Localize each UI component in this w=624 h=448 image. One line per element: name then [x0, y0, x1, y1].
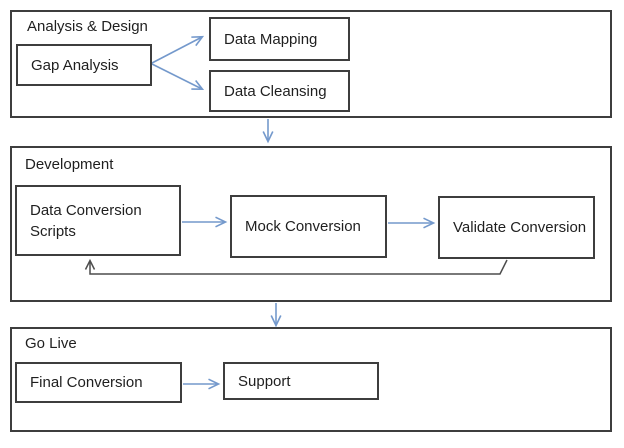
node-gap-analysis-label: Gap Analysis — [31, 56, 119, 74]
node-mock-conversion: Mock Conversion — [230, 195, 387, 258]
node-data-mapping: Data Mapping — [209, 17, 350, 61]
phase-label-go-live: Go Live — [25, 335, 77, 352]
node-mock-conversion-label: Mock Conversion — [245, 218, 361, 235]
node-gap-analysis: Gap Analysis — [16, 44, 152, 86]
node-support-label: Support — [238, 372, 291, 390]
node-support: Support — [223, 362, 379, 400]
phase-label-analysis-design: Analysis & Design — [27, 18, 148, 35]
node-data-cleansing-label: Data Cleansing — [224, 82, 327, 100]
node-data-conversion-scripts-label: Data Conversion Scripts — [30, 201, 142, 240]
node-final-conversion-label: Final Conversion — [30, 374, 143, 391]
phase-label-development: Development — [25, 156, 114, 173]
node-data-mapping-label: Data Mapping — [224, 30, 318, 48]
node-final-conversion: Final Conversion — [15, 362, 182, 403]
node-data-conversion-scripts: Data Conversion Scripts — [15, 185, 181, 256]
node-data-cleansing: Data Cleansing — [209, 70, 350, 112]
node-validate-conversion-label: Validate Conversion — [453, 219, 587, 236]
node-validate-conversion: Validate Conversion — [438, 196, 595, 259]
